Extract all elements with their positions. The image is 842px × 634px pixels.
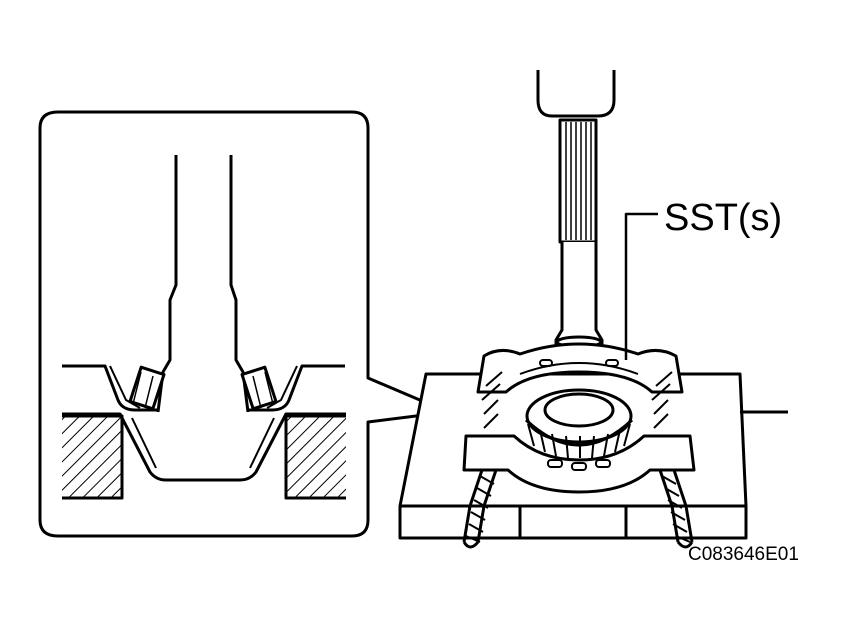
bolt-right	[651, 371, 694, 549]
inset-detail-view	[38, 110, 450, 538]
separator-upper	[476, 342, 684, 394]
bolt-left	[462, 371, 503, 549]
figure-code-label: C083646E01	[688, 544, 799, 565]
sst-label: SST(s)	[664, 197, 782, 239]
bearing-retainer-left	[62, 364, 158, 412]
support-plate	[62, 412, 346, 482]
press-block-right	[286, 416, 346, 498]
roller-left	[128, 365, 166, 411]
bearing-retainer-right	[248, 364, 345, 412]
main-assembly-view	[398, 70, 788, 549]
press-block-left	[62, 416, 122, 498]
roller-right	[240, 365, 278, 411]
sst-leader-line	[624, 212, 658, 360]
press-ram	[536, 70, 616, 118]
bearing-rollers	[527, 423, 631, 459]
